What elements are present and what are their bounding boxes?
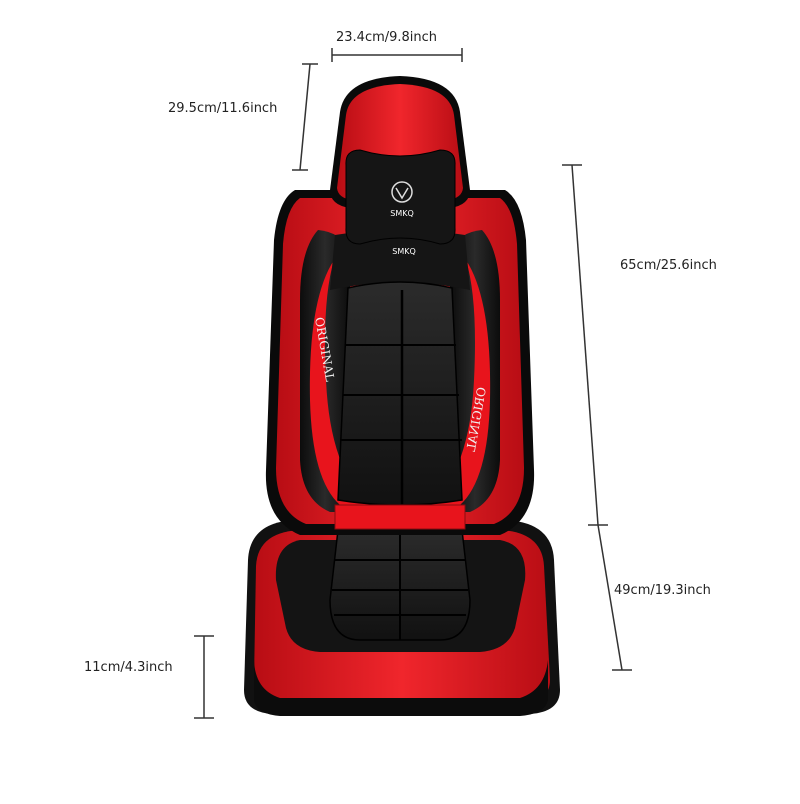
- seat-base: [244, 520, 560, 716]
- backrest-height-line: [571, 164, 599, 526]
- side-height-label: 11cm/4.3inch: [84, 660, 173, 675]
- pillow-logo-text: SMKQ: [390, 209, 414, 218]
- neck-pillow: SMKQ: [345, 149, 456, 245]
- seat-length-label: 49cm/19.3inch: [614, 583, 711, 598]
- headrest-height-line: [299, 63, 311, 171]
- width-label: 23.4cm/9.8inch: [336, 30, 438, 45]
- crest-icon: [391, 181, 413, 203]
- back-logo-text: SMKQ: [392, 247, 416, 256]
- seat-length-line: [597, 524, 623, 671]
- backrest: SMKQ ORIGINAL ORIGINAL: [265, 190, 535, 535]
- dimension-lines: [194, 48, 632, 719]
- backrest-height-label: 65cm/25.6inch: [620, 258, 717, 273]
- headrest-height-label: 29.5cm/11.6inch: [168, 101, 278, 116]
